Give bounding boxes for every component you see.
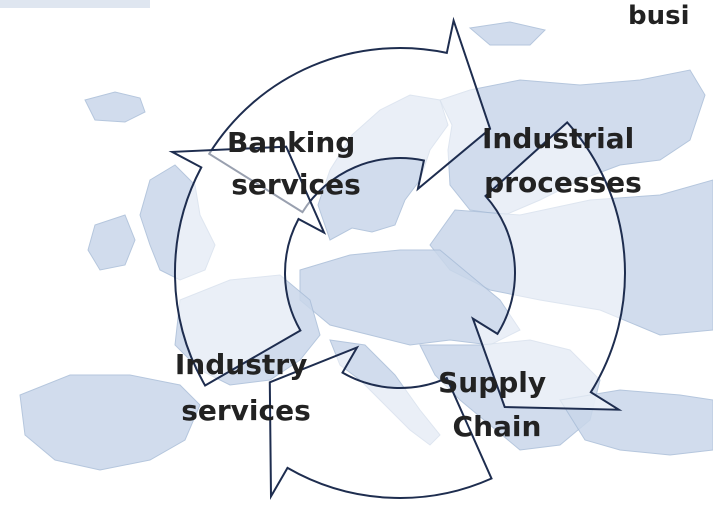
map-ireland xyxy=(87,214,136,271)
map-north-islands xyxy=(468,21,546,46)
label-line: Supply xyxy=(438,366,546,399)
top-left-fragment xyxy=(0,0,150,8)
map-iceland xyxy=(84,91,146,123)
arrow-to-industry xyxy=(268,345,493,501)
corner-text: busi xyxy=(628,1,690,31)
label-line: processes xyxy=(484,166,642,199)
label-industry-services: Industry services xyxy=(175,348,317,427)
label-line: Industrial xyxy=(482,122,634,155)
arrow-to-supply xyxy=(470,120,626,411)
cycle-arrows xyxy=(168,16,626,501)
label-banking-services: Banking services xyxy=(227,126,365,201)
label-supply-chain: Supply Chain xyxy=(438,366,556,443)
label-line: services xyxy=(231,168,361,201)
label-line: Industry xyxy=(175,348,307,381)
arrow-to-banking xyxy=(168,145,327,387)
label-line: Banking xyxy=(227,126,355,159)
label-industrial-processes: Industrial processes xyxy=(482,122,644,199)
label-line: services xyxy=(181,394,311,427)
map-iberia xyxy=(19,374,201,471)
label-line: Chain xyxy=(453,410,542,443)
